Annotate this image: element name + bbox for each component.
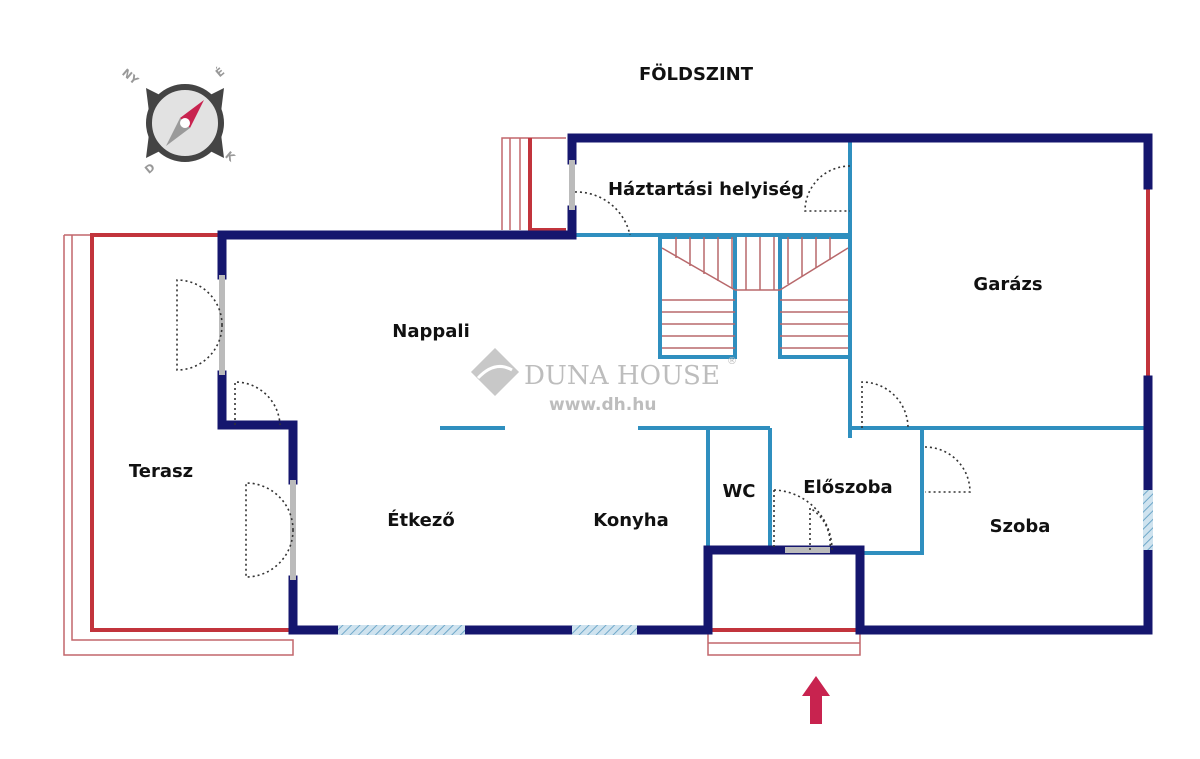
room-label-etkezo: Étkező	[387, 509, 454, 531]
floor-title: FÖLDSZINT	[639, 63, 754, 85]
compass-east: K	[222, 149, 237, 165]
watermark-brand: DUNA HOUSE	[524, 361, 720, 391]
compass-west: NY	[119, 66, 141, 88]
room-label-wc: WC	[722, 481, 755, 502]
terrace-outline	[63, 137, 1150, 656]
room-label-terasz: Terasz	[129, 461, 193, 482]
compass-north: É	[213, 65, 227, 80]
room-label-nappali: Nappali	[392, 321, 469, 342]
room-label-garazs: Garázs	[973, 274, 1042, 295]
watermark	[470, 347, 520, 397]
staircase	[658, 235, 852, 359]
watermark-url: www.dh.hu	[549, 395, 656, 415]
watermark-registered: ®	[727, 356, 737, 367]
compass-south: D	[142, 161, 157, 177]
entrance-arrow-icon	[802, 676, 830, 724]
compass-icon	[146, 84, 224, 162]
room-label-haztartasi: Háztartási helyiség	[608, 179, 804, 200]
room-label-szoba: Szoba	[990, 516, 1051, 537]
room-label-eloszoba: Előszoba	[803, 477, 892, 498]
inner-walls	[440, 142, 1148, 555]
room-label-konyha: Konyha	[593, 510, 669, 531]
doors	[176, 165, 971, 578]
